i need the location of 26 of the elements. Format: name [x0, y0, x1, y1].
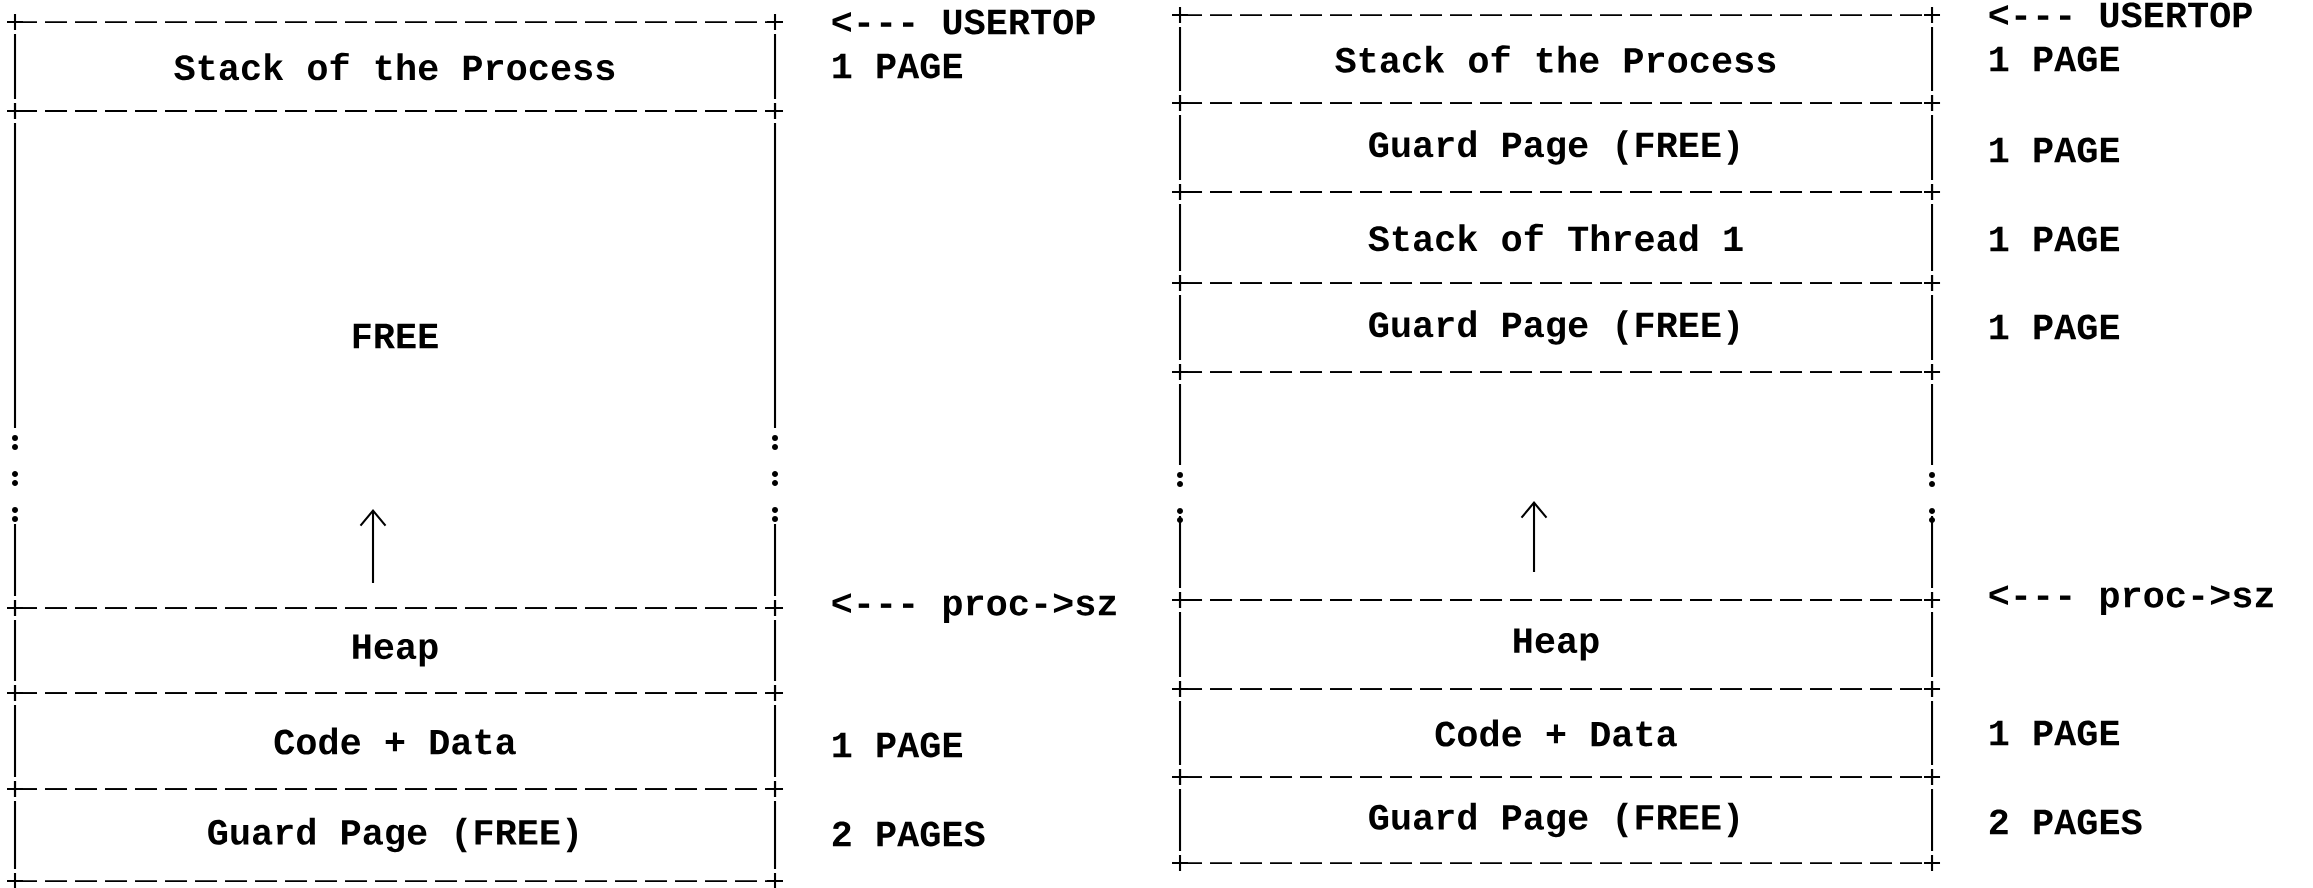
memory-block: Stack of the Process [5, 12, 785, 121]
side-label: 2 PAGES [832, 821, 985, 847]
memory-block: FREE [5, 101, 785, 618]
side-label: <--- proc->sz [1989, 585, 2273, 615]
node-label: FREE [353, 323, 438, 349]
memory-block: Guard Page (FREE) [1170, 273, 1942, 382]
memory-block: Guard Page (FREE) [1170, 93, 1942, 202]
side-label: <--- USERTOP [1989, 2, 2252, 28]
side-label: 1 PAGE [1990, 46, 2120, 72]
side-label: 1 PAGE [1990, 226, 2120, 252]
side-label: <--- USERTOP [832, 9, 1095, 35]
side-label: 1 PAGE [1990, 137, 2120, 163]
side-label: 1 PAGE [1990, 314, 2120, 340]
memory-block: Guard Page (FREE) [5, 779, 785, 888]
side-label: 1 PAGE [833, 53, 963, 79]
memory-block: Code + Data [5, 683, 785, 799]
memory-block: Stack of Thread 1 [1170, 182, 1942, 293]
side-label: 2 PAGES [1989, 809, 2142, 835]
memory-block: Guard Page (FREE) [1170, 767, 1942, 873]
memory-block: Stack of the Process [1170, 5, 1942, 113]
side-label: <--- proc->sz [832, 593, 1116, 623]
memory-block: Code + Data [1170, 679, 1942, 787]
side-label: 1 PAGE [1990, 720, 2120, 746]
side-label: 1 PAGE [833, 732, 963, 758]
memory-block: Heap [5, 598, 785, 703]
memory-block: Heap [1170, 590, 1942, 699]
